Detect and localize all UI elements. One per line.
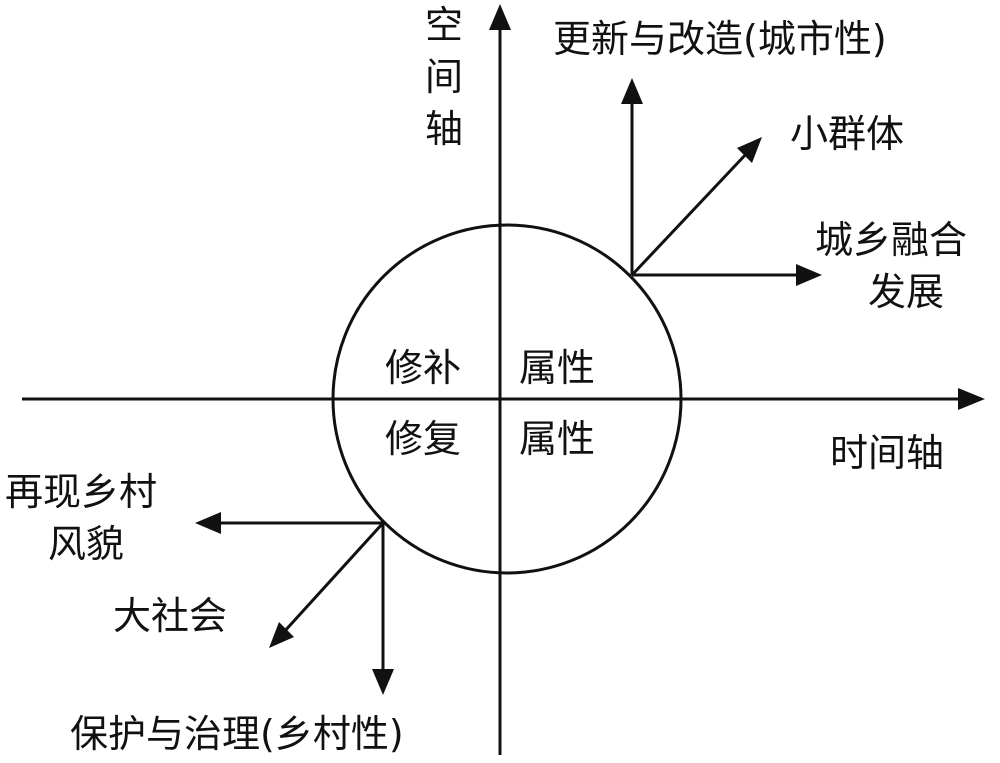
circle-lower-left-label: 修复 — [385, 417, 461, 461]
circle-lower-right-label: 属性 — [519, 417, 595, 461]
rural-style-label-line-2: 风貌 — [48, 522, 124, 566]
arrow-left-rural-style-head — [195, 512, 221, 534]
integration-label-line-2: 发展 — [868, 270, 944, 314]
protection-label: 保护与治理(乡村性) — [70, 712, 404, 756]
space-axis-label-line-3: 轴 — [425, 107, 463, 151]
arrow-down-protection-head — [372, 669, 394, 695]
circle-upper-right-label: 属性 — [519, 346, 595, 390]
circle-upper-left-label: 修补 — [385, 346, 461, 390]
space-axis-arrowhead — [489, 4, 511, 30]
space-axis-label-line-1: 空 — [425, 3, 463, 47]
renewal-label: 更新与改造(城市性) — [553, 17, 887, 61]
arrow-right-integration-head — [796, 264, 822, 286]
arrow-up-renewal-head — [621, 78, 643, 104]
time-axis-arrowhead — [958, 388, 985, 410]
space-axis-label-line-2: 间 — [425, 55, 463, 99]
arrow-diagonal-big-society-head — [269, 622, 294, 648]
central-circle — [331, 223, 683, 575]
time-axis-label: 时间轴 — [830, 431, 944, 475]
big-society-label: 大社会 — [113, 594, 227, 638]
rural-style-label-line-1: 再现乡村 — [5, 470, 157, 514]
arrow-diagonal-small-group-head — [737, 137, 762, 163]
arrow-diagonal-big-society — [281, 521, 385, 635]
small-group-label: 小群体 — [790, 112, 904, 156]
integration-label-line-1: 城乡融合 — [815, 218, 967, 262]
arrow-diagonal-small-group — [630, 150, 750, 277]
